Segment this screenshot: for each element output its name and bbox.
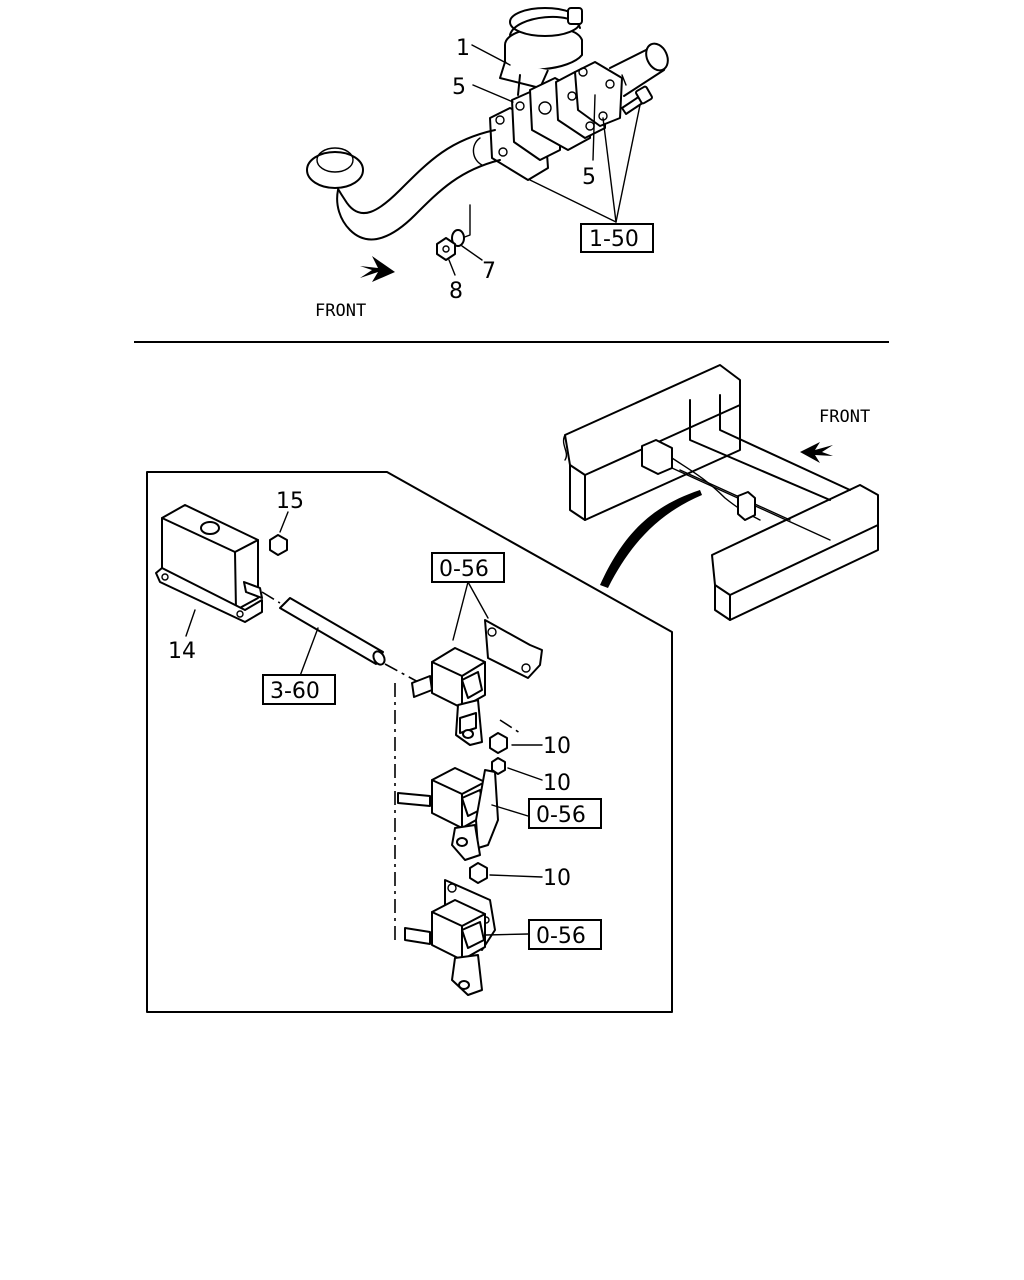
detail-pointer-arc	[600, 490, 702, 588]
bolt-drawing	[621, 85, 653, 115]
ref-box-1-50	[580, 223, 654, 253]
ref-label-3-60: 3-60	[270, 679, 320, 704]
callout-item-8: 8	[449, 279, 463, 304]
callout-item-10-b: 10	[543, 771, 571, 796]
front-label-top: FRONT	[315, 301, 366, 321]
nut-15-drawing	[269, 534, 288, 556]
callout-item-1: 1	[456, 36, 470, 61]
washer-and-nut-drawing	[436, 204, 471, 261]
chassis-overview: FRONT	[562, 364, 879, 621]
hose-drawing	[261, 591, 421, 684]
solenoid-valve-3-drawing	[404, 879, 496, 996]
front-arrow-icon	[360, 256, 395, 282]
ref-label-0-56-top: 0-56	[439, 557, 489, 582]
callout-item-10-c: 10	[543, 866, 571, 891]
nut-10c-drawing	[469, 862, 488, 884]
detail-frame: 15 14 3-60 0-56 0-56 0-56 10 10 10	[146, 471, 673, 1013]
callout-item-5-upper: 5	[452, 75, 466, 100]
exhaust-valve-assembly: 1 5 5 7 8 1-50 FRONT	[306, 7, 669, 321]
callout-item-7: 7	[482, 259, 496, 284]
solenoid-valve-1-drawing	[411, 619, 543, 746]
ref-box-0-56-mid	[528, 798, 602, 829]
front-arrow-icon-chassis	[800, 442, 833, 463]
callout-item-15: 15	[276, 489, 304, 514]
callout-item-14: 14	[168, 639, 196, 664]
ref-box-0-56-bottom	[528, 919, 602, 950]
ref-box-3-60	[262, 674, 336, 705]
nut-10b-drawing	[491, 757, 506, 775]
solenoid-valve-2-drawing	[397, 767, 499, 861]
flange-stack-drawing	[489, 61, 623, 181]
top-leader-lines	[448, 44, 641, 276]
front-label-chassis: FRONT	[819, 407, 870, 427]
nut-10a-drawing	[489, 732, 508, 754]
vacuum-tank-drawing	[155, 504, 263, 623]
ref-label-0-56-mid: 0-56	[536, 803, 586, 828]
callout-item-10-a: 10	[543, 734, 571, 759]
ref-label-0-56-bottom: 0-56	[536, 924, 586, 949]
right-pipe-drawing	[609, 42, 669, 97]
ref-label-1-50: 1-50	[589, 227, 639, 252]
valve-actuator-drawing	[499, 7, 583, 96]
ref-box-0-56-top	[431, 552, 505, 583]
callout-item-5-lower: 5	[582, 165, 596, 190]
curved-pipe-drawing	[306, 129, 501, 241]
